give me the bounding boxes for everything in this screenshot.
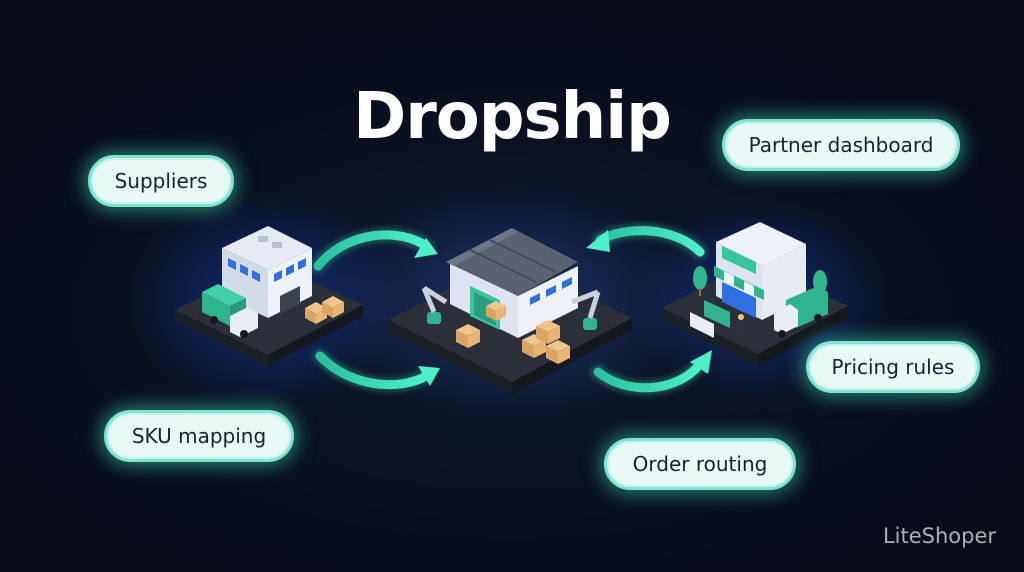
flow-arrow-icon — [591, 350, 712, 395]
supplier-warehouse-icon — [175, 226, 363, 366]
page-title: Dropship — [353, 80, 672, 154]
retail-storefront-icon — [662, 222, 848, 366]
flow-arrow-icon — [586, 223, 707, 259]
brand-logo: LiteShoper — [882, 524, 996, 548]
suppliers-label[interactable]: Suppliers — [88, 155, 234, 207]
flow-arrow-icon — [313, 349, 440, 392]
fulfillment-center-icon — [388, 228, 632, 394]
sku-mapping-label[interactable]: SKU mapping — [104, 410, 294, 462]
order-routing-label[interactable]: Order routing — [604, 438, 796, 490]
pricing-rules-label[interactable]: Pricing rules — [806, 341, 980, 393]
flow-arrow-icon — [311, 227, 438, 273]
partner-dashboard-label[interactable]: Partner dashboard — [722, 119, 960, 171]
